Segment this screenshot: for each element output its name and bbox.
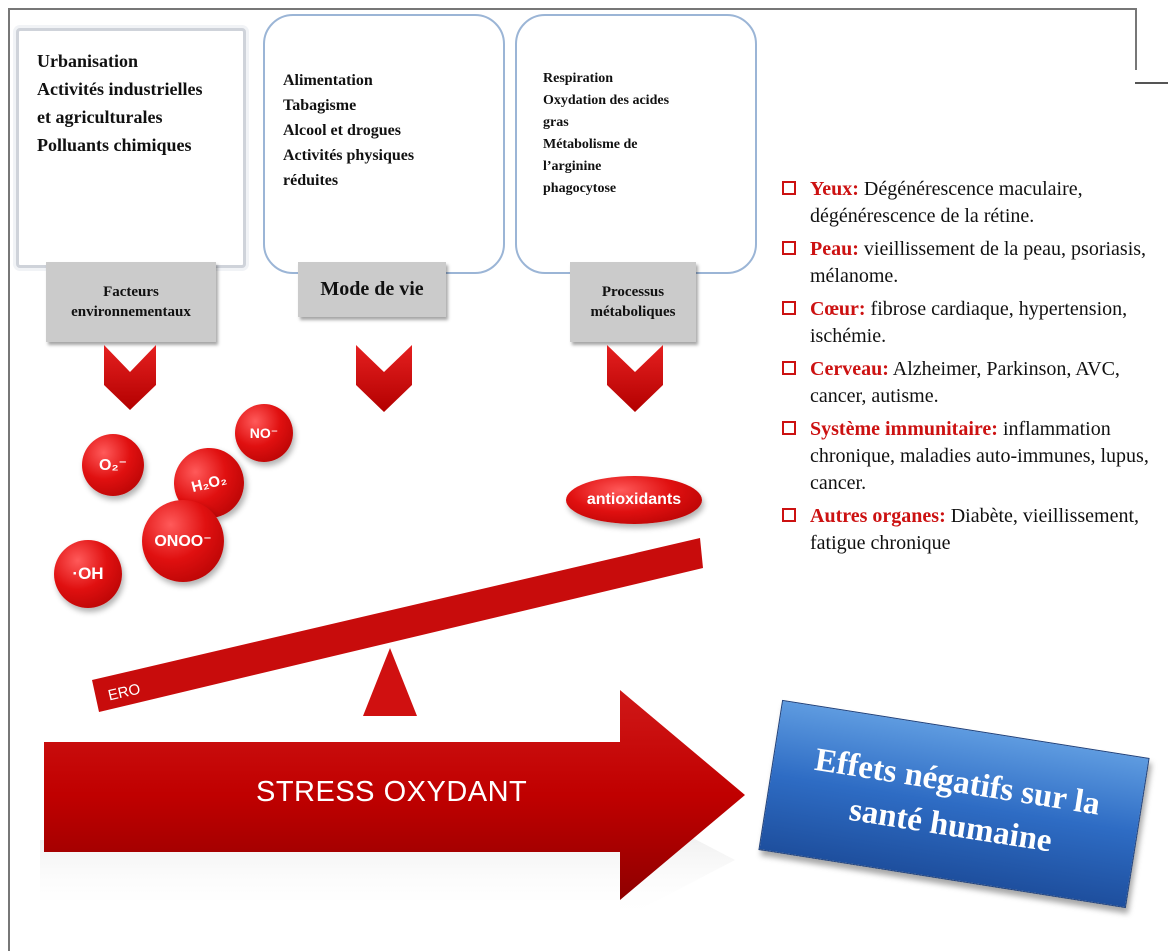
health-effects-list: Yeux: Dégénérescence maculaire, dégénére… bbox=[782, 176, 1168, 563]
effect-organ: Système immunitaire: bbox=[810, 418, 998, 440]
source-card-lifestyle: Alimentation Tabagisme Alcool et drogues… bbox=[263, 14, 505, 274]
effect-organ: Peau: bbox=[810, 238, 859, 260]
source-items-lifestyle: Alimentation Tabagisme Alcool et drogues… bbox=[283, 72, 415, 189]
ros-peroxynitrite: ONOO⁻ bbox=[142, 500, 224, 582]
effect-desc: inflammation chronique, maladies auto-im… bbox=[810, 418, 1149, 494]
frame-left-line bbox=[8, 8, 10, 951]
arrow-shadow bbox=[40, 800, 735, 920]
list-item: Système immunitaire: inflammation chroni… bbox=[782, 416, 1168, 497]
list-item: Peau: vieillissement de la peau, psorias… bbox=[782, 236, 1168, 290]
effect-organ: Cerveau: bbox=[810, 358, 889, 380]
list-item: Cœur: fibrose cardiaque, hypertension, i… bbox=[782, 296, 1168, 350]
source-label-environment: Facteurs environnementaux bbox=[46, 262, 216, 342]
checkbox-bullet-icon bbox=[782, 508, 796, 522]
list-item: Autres organes: Diabète, vieillissement,… bbox=[782, 503, 1168, 557]
source-items-metabolic: Respiration Oxydation des acides gras Mé… bbox=[543, 71, 670, 196]
source-label-metabolic: Processus métaboliques bbox=[570, 262, 696, 342]
effect-desc: fibrose cardiaque, hypertension, ischémi… bbox=[810, 298, 1128, 347]
effect-desc: Dégénérescence maculaire, dégénérescence… bbox=[810, 178, 1083, 227]
checkbox-bullet-icon bbox=[782, 421, 796, 435]
antioxidants-pill: antioxidants bbox=[566, 476, 702, 524]
frame-right-line bbox=[1135, 8, 1137, 70]
checkbox-bullet-icon bbox=[782, 361, 796, 375]
checkbox-bullet-icon bbox=[782, 301, 796, 315]
balance-beam bbox=[92, 538, 703, 712]
ros-hydroxyl: ·OH bbox=[54, 540, 122, 608]
balance-fulcrum bbox=[363, 648, 417, 716]
checkbox-bullet-icon bbox=[782, 181, 796, 195]
frame-top-line bbox=[8, 8, 1136, 10]
ros-nitric-oxide: NO⁻ bbox=[235, 404, 293, 462]
chevron-down-icon bbox=[356, 345, 412, 412]
effect-organ: Cœur: bbox=[810, 298, 866, 320]
checkbox-bullet-icon bbox=[782, 241, 796, 255]
chevron-down-icon bbox=[104, 345, 156, 410]
source-label-lifestyle: Mode de vie bbox=[298, 262, 446, 317]
list-item: Yeux: Dégénérescence maculaire, dégénére… bbox=[782, 176, 1168, 230]
frame-corner-dash bbox=[1135, 82, 1168, 84]
chevron-down-icon bbox=[607, 345, 663, 412]
effect-desc: Diabète, vieillissement, fatigue chroniq… bbox=[810, 505, 1140, 554]
stress-arrow-label: STRESS OXYDANT bbox=[256, 776, 528, 808]
effect-desc: vieillissement de la peau, psoriasis, mé… bbox=[810, 238, 1147, 287]
effect-organ: Autres organes: bbox=[810, 505, 946, 527]
effect-desc: Alzheimer, Parkinson, AVC, cancer, autis… bbox=[810, 358, 1120, 407]
list-item: Cerveau: Alzheimer, Parkinson, AVC, canc… bbox=[782, 356, 1168, 410]
effect-organ: Yeux: bbox=[810, 178, 859, 200]
stress-arrow bbox=[44, 690, 745, 900]
ros-superoxide: O₂⁻ bbox=[82, 434, 144, 496]
source-items-environment: Urbanisation Activités industrielles et … bbox=[37, 51, 203, 155]
